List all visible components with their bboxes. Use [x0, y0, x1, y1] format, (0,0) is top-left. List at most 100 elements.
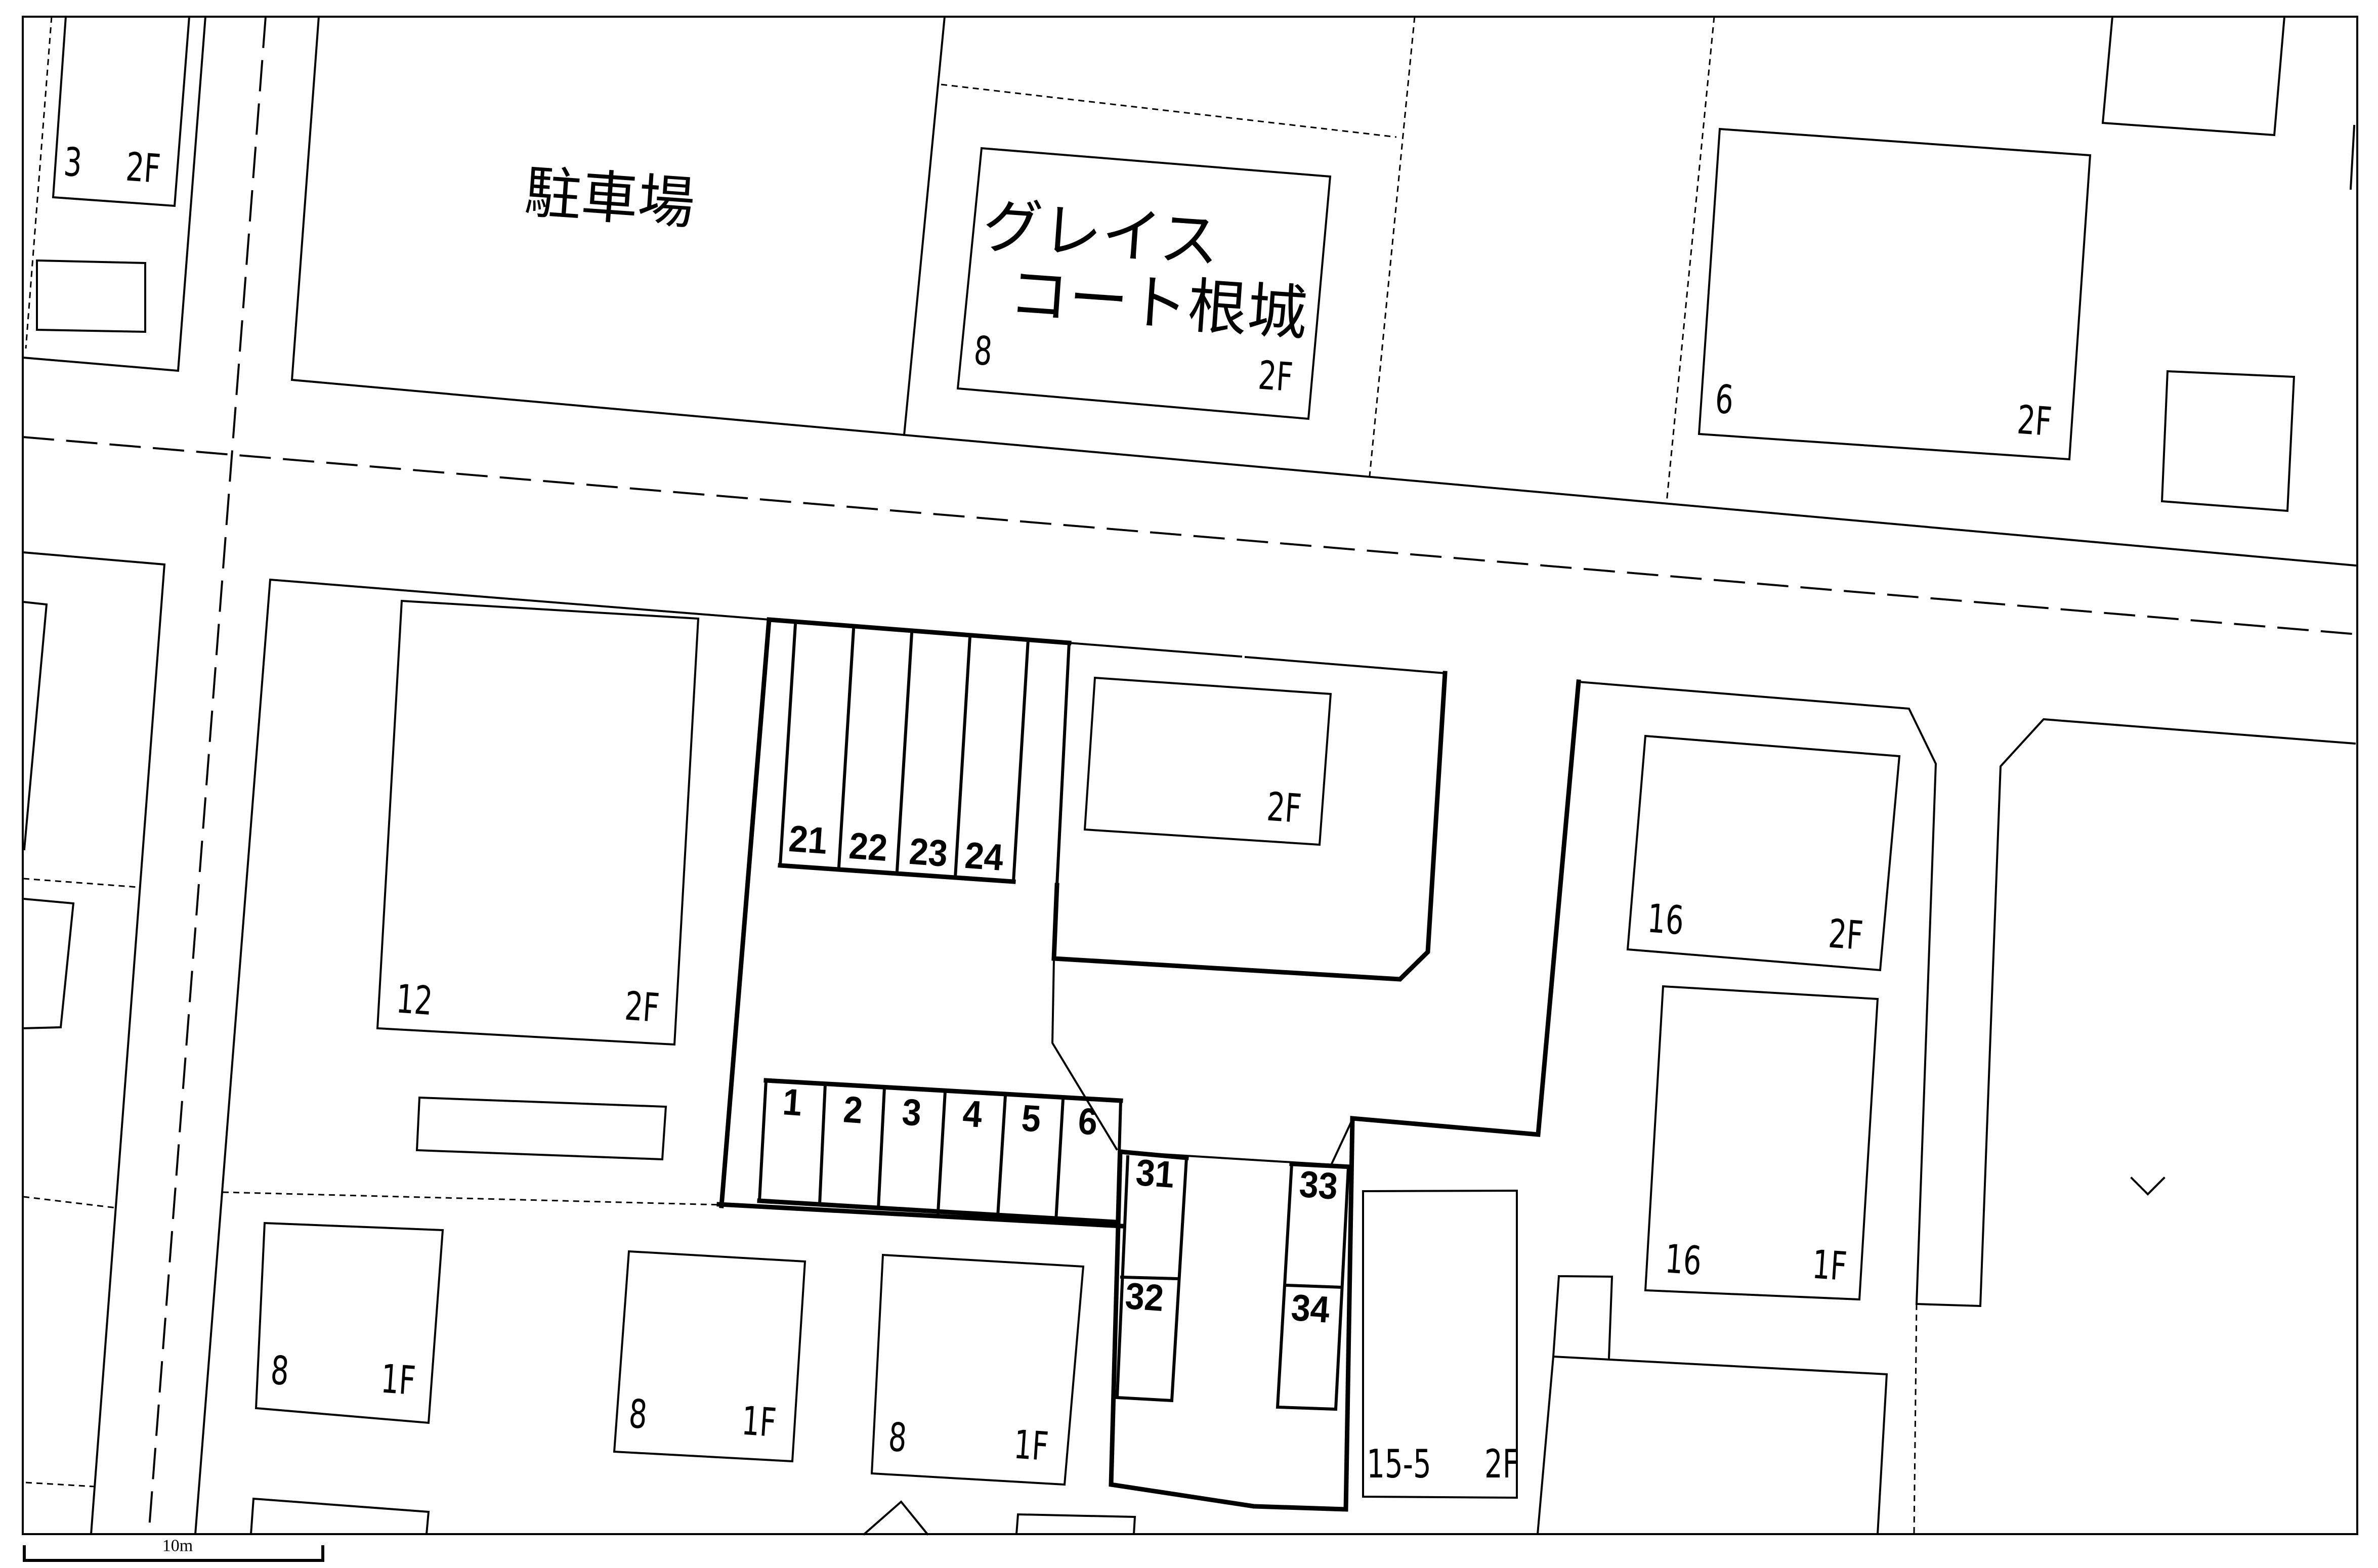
parking-space-number: 22: [847, 825, 888, 869]
building-labels: 3 2F 8 2F 6 2F 12 2F 2F 16 2F 16 1F 8 1F…: [62, 140, 2053, 1488]
parking-row-north-edge: [778, 863, 1016, 884]
floor-count: 1F: [740, 1398, 778, 1446]
chevron-down-icon: [2130, 1177, 2165, 1196]
lot-number: 6: [1714, 377, 1735, 424]
building-outline: [1536, 1275, 1888, 1536]
lot-boundary: [1577, 680, 2356, 1308]
lot-boundary: [2349, 124, 2356, 190]
building-outline: [22, 600, 48, 851]
building-outline: [52, 15, 191, 207]
lot-boundary-dotted: [1369, 16, 1416, 476]
building-outline: [1083, 676, 1332, 846]
building-outline: [1015, 1513, 1136, 1536]
dotted-lot-boundaries: [23, 16, 1918, 1535]
parking-stall-tops-east: [1118, 1149, 1353, 1169]
parking-stall-dividers-north: [778, 622, 1071, 887]
parking-stalls-33-34: [1276, 1162, 1350, 1411]
north-block: [22, 15, 2357, 567]
building-outline: [1362, 1189, 1518, 1499]
floor-count: 1F: [379, 1356, 417, 1404]
parking-space-number: 3: [901, 1092, 923, 1135]
map-frame: [22, 16, 2358, 1535]
lot-boundary: [1330, 1118, 1354, 1166]
lot-number: 8: [269, 1348, 290, 1395]
building-outline: [1644, 985, 1879, 1301]
parking-space-number: 34: [1290, 1287, 1331, 1331]
storage-outline: [415, 1096, 667, 1161]
central-east-block: [1051, 641, 2356, 1536]
floor-count: 2F: [623, 983, 661, 1031]
building-outline: [1697, 127, 2092, 461]
lot-boundary-dotted: [23, 878, 139, 888]
parking-lot-label: 駐車場: [523, 159, 697, 237]
scale-bar: 10m: [23, 1537, 324, 1562]
lot-boundary: [194, 578, 771, 1536]
lot-boundary-dotted: [25, 1482, 96, 1488]
road-centerline-vertical: [148, 16, 267, 1535]
scale-bar-label: 10m: [162, 1537, 193, 1555]
grace-court-building-outline: [956, 147, 1332, 420]
floor-count: 2F: [1257, 353, 1294, 401]
parking-space-number: 31: [1134, 1152, 1175, 1196]
floor-count: 1F: [1811, 1242, 1848, 1290]
parking-site-boundary: [719, 617, 1072, 1208]
road-centerline-horizontal: [22, 436, 2358, 635]
floor-count: 2F: [2016, 397, 2053, 445]
floor-count: 2F: [1265, 784, 1303, 832]
building-outline: [870, 1253, 1085, 1486]
lot-number: 15-5: [1367, 1442, 1431, 1488]
building-outline: [2101, 15, 2286, 137]
building-outline: [376, 599, 700, 1046]
lot-number: 3: [62, 140, 83, 187]
lot-boundary-dotted: [1913, 1303, 1918, 1535]
parking-space-number: 23: [908, 831, 949, 875]
shed-outline: [36, 259, 146, 333]
building-outline: [2160, 370, 2296, 512]
lot-boundary: [1068, 641, 1447, 675]
parking-space-labels: 21 22 23 24 1 2 3 4 5 6 31 32 33 34: [781, 818, 1339, 1331]
parking-space-number: 21: [787, 818, 828, 862]
floor-count: 1F: [1012, 1422, 1050, 1470]
building-name-line2: コート根城: [1007, 258, 1309, 349]
floor-count: 2F: [1827, 911, 1864, 959]
floor-count: 2F: [1484, 1442, 1519, 1488]
lot-boundary-dotted: [25, 16, 53, 349]
parking-stall-dividers-south: [757, 1078, 1123, 1228]
lot-number: 8: [887, 1415, 908, 1462]
lot-boundary-dotted: [222, 1191, 722, 1206]
road-edge-north: [290, 15, 2357, 567]
lot-boundary: [22, 551, 166, 1536]
parking-site: [716, 617, 1581, 1512]
lot-boundary: [903, 15, 946, 437]
building-outline: [1626, 734, 1901, 972]
parking-stalls-31-32: [1115, 1155, 1188, 1403]
building-outline: [254, 1222, 444, 1424]
south-west-block: [22, 551, 1136, 1536]
parking-space-number: 32: [1124, 1275, 1165, 1319]
lot-boundary-dotted: [1666, 16, 1715, 503]
lot-boundary: [22, 15, 207, 372]
lot-number: 16: [1646, 896, 1685, 944]
lot-boundary-dotted: [23, 1196, 117, 1209]
parking-space-number: 24: [963, 835, 1005, 879]
parking-site-boundary: [1109, 679, 1581, 1512]
parking-space-number: 2: [842, 1089, 864, 1132]
lot-number: 8: [627, 1391, 649, 1439]
building-outline: [249, 1497, 430, 1536]
parking-space-number: 33: [1298, 1163, 1339, 1207]
building-name-line1: グレイス: [981, 191, 1222, 277]
lot-boundary: [1051, 957, 1118, 1151]
triangle-mark: [863, 1500, 929, 1536]
parking-space-number: 1: [781, 1081, 803, 1124]
scale-bar-line: [23, 1545, 324, 1562]
lot-number: 12: [395, 976, 434, 1024]
parking-space-number: 5: [1020, 1098, 1042, 1141]
building-outline: [22, 897, 75, 1030]
lot-number: 8: [972, 328, 994, 375]
building-outline: [613, 1250, 806, 1463]
lot-boundary-dotted: [941, 83, 1397, 138]
floor-count: 2F: [124, 144, 162, 192]
lot-number: 16: [1664, 1236, 1703, 1284]
